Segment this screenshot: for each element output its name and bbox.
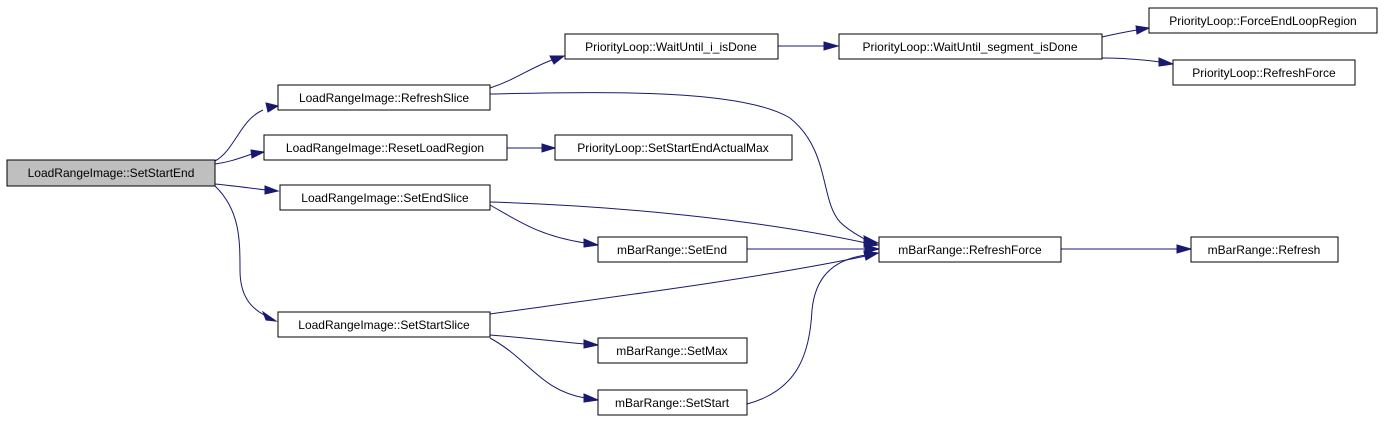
edge-resetloadregion-to-setstartendactualmax: [507, 143, 557, 153]
edge-setstartend-to-setendslice: [214, 183, 280, 195]
node-bar-refresh-force[interactable]: mBarRange::RefreshForce: [878, 236, 1062, 263]
node-set-end[interactable]: mBarRange::SetEnd: [597, 236, 748, 263]
edge-waituntilsegmentdone-to-forceendloopregion: [1101, 25, 1151, 38]
node-reset-load-region[interactable]: LoadRangeImage::ResetLoadRegion: [263, 134, 508, 161]
node-set-start-end[interactable]: LoadRangeImage::SetStartEnd: [6, 159, 216, 187]
node-label-wait-until-i-is-done: PriorityLoop::WaitUntil_i_isDone: [585, 40, 757, 54]
node-wait-until-segment-is-done[interactable]: PriorityLoop::WaitUntil_segment_isDone: [838, 33, 1103, 60]
edge-setend-to-barrefreshforce: [747, 244, 881, 254]
node-set-start-slice[interactable]: LoadRangeImage::SetStartSlice: [277, 311, 491, 338]
edge-waituntilidone-to-waituntilsegmentdone: [778, 41, 840, 51]
node-wait-until-i-is-done[interactable]: PriorityLoop::WaitUntil_i_isDone: [564, 33, 779, 60]
edge-barrefreshforce-to-barrefresh: [1061, 244, 1193, 254]
edge-setendslice-to-setend: [489, 204, 600, 248]
node-label-bar-refresh-force: mBarRange::RefreshForce: [898, 243, 1042, 257]
node-label-set-start: mBarRange::SetStart: [615, 396, 730, 410]
node-label-reset-load-region: LoadRangeImage::ResetLoadRegion: [286, 141, 484, 155]
edge-setstartend-to-refreshslice: [214, 102, 280, 162]
nodes: LoadRangeImage::SetStartEnd LoadRangeIma…: [6, 7, 1378, 416]
edges: [214, 25, 1193, 405]
node-label-set-start-end-actual-max: PriorityLoop::SetStartEndActualMax: [577, 141, 768, 155]
node-force-end-loop-region[interactable]: PriorityLoop::ForceEndLoopRegion: [1148, 7, 1378, 34]
node-label-bar-refresh: mBarRange::Refresh: [1208, 243, 1321, 257]
edge-waituntilsegmentdone-to-priorityrefreshforce: [1101, 57, 1175, 67]
node-set-start[interactable]: mBarRange::SetStart: [597, 389, 748, 416]
node-refresh-slice[interactable]: LoadRangeImage::RefreshSlice: [277, 84, 491, 111]
node-priority-refresh-force[interactable]: PriorityLoop::RefreshForce: [1172, 59, 1356, 86]
edge-setstart-to-barrefreshforce: [746, 250, 880, 405]
node-label-set-start-end: LoadRangeImage::SetStartEnd: [28, 166, 195, 180]
node-label-set-start-slice: LoadRangeImage::SetStartSlice: [298, 318, 470, 332]
node-label-refresh-slice: LoadRangeImage::RefreshSlice: [299, 91, 469, 105]
edge-refreshslice-to-waituntilidone: [489, 55, 566, 89]
node-label-force-end-loop-region: PriorityLoop::ForceEndLoopRegion: [1169, 14, 1356, 28]
node-set-start-end-actual-max[interactable]: PriorityLoop::SetStartEndActualMax: [554, 134, 793, 161]
node-label-set-end: mBarRange::SetEnd: [617, 243, 727, 257]
node-set-max[interactable]: mBarRange::SetMax: [597, 337, 748, 364]
edge-setstartend-to-resetloadregion: [214, 149, 266, 165]
edge-setendslice-to-barrefreshforce: [489, 201, 880, 248]
node-bar-refresh[interactable]: mBarRange::Refresh: [1190, 236, 1339, 263]
node-label-priority-refresh-force: PriorityLoop::RefreshForce: [1192, 66, 1336, 80]
edge-setstartslice-to-setmax: [489, 334, 600, 349]
node-label-set-end-slice: LoadRangeImage::SetEndSlice: [301, 191, 469, 205]
edge-refreshslice-to-barrefreshforce: [489, 92, 880, 246]
node-label-set-max: mBarRange::SetMax: [616, 344, 727, 358]
node-label-wait-until-segment-is-done: PriorityLoop::WaitUntil_segment_isDone: [863, 40, 1078, 54]
node-set-end-slice[interactable]: LoadRangeImage::SetEndSlice: [279, 184, 491, 211]
edge-setstartend-to-setstartslice: [214, 185, 278, 322]
edge-setstartslice-to-setstart: [489, 337, 600, 403]
